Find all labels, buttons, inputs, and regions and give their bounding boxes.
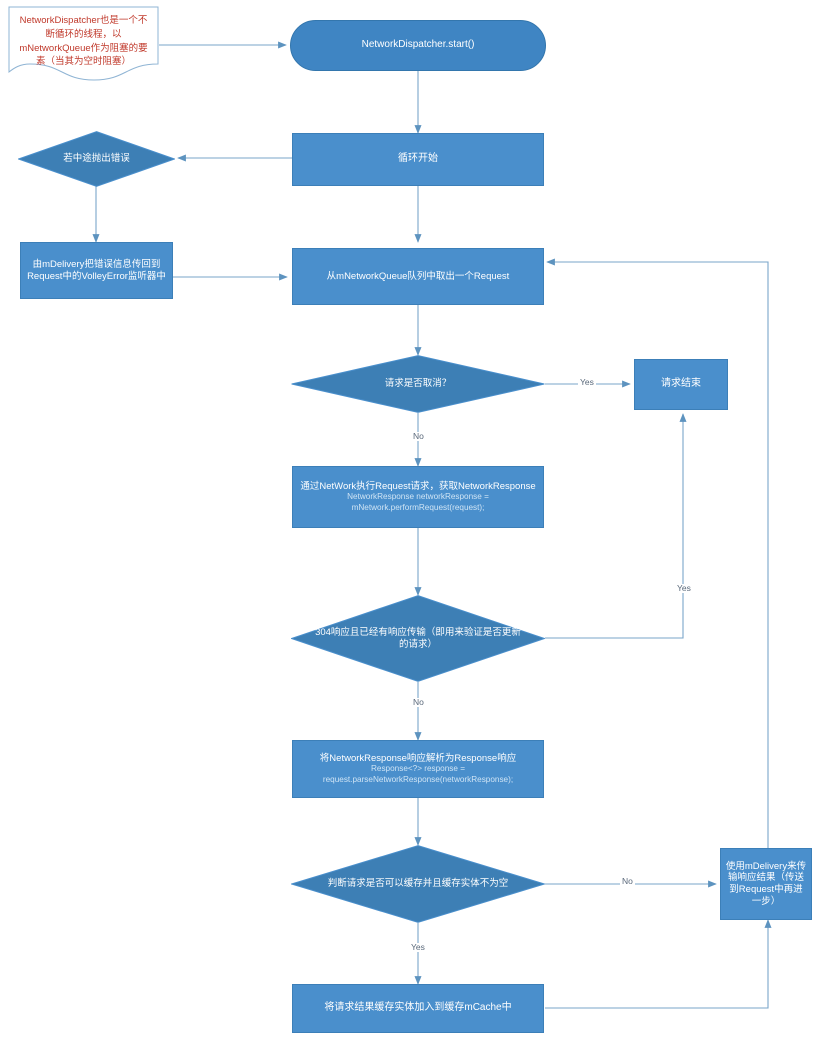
node-start[interactable]: NetworkDispatcher.start() — [290, 20, 546, 71]
node-take-request[interactable]: 从mNetworkQueue队列中取出一个Request — [292, 248, 544, 305]
node-is-304-label: 304响应且已经有响应传输（即用来验证是否更新的请求） — [315, 626, 521, 650]
edge-label-canceled-no: No — [411, 431, 426, 441]
edge-304-yes — [545, 413, 687, 639]
node-put-cache-label: 将请求结果缓存实体加入到缓存mCache中 — [324, 1002, 512, 1014]
edge-deliver-to-take — [546, 258, 769, 848]
node-delivery-error[interactable]: 由mDelivery把错误信息传回到Request中的VolleyError监听… — [20, 242, 173, 299]
node-is-canceled-label: 请求是否取消？ — [384, 378, 452, 390]
edge-label-canceled-yes: Yes — [578, 377, 596, 387]
node-deliver-response-label: 使用mDelivery来传输响应结果（传送到Request中再进一步） — [725, 860, 807, 907]
node-loop-begin[interactable]: 循环开始 — [292, 133, 544, 186]
edge-label-cache-yes: Yes — [409, 942, 427, 952]
node-take-request-label: 从mNetworkQueue队列中取出一个Request — [326, 270, 510, 282]
edge-label-cache-no: No — [620, 876, 635, 886]
node-start-label: NetworkDispatcher.start() — [361, 39, 475, 51]
edge-label-is304-no: No — [411, 697, 426, 707]
node-can-cache-label: 判断请求是否可以缓存并且缓存实体不为空 — [327, 878, 509, 890]
node-perform-request-label: 通过NetWork执行Request请求，获取NetworkResponse — [300, 480, 536, 492]
node-is-canceled[interactable]: 请求是否取消？ — [291, 355, 545, 413]
node-delivery-error-label: 由mDelivery把错误信息传回到Request中的VolleyError监听… — [27, 258, 166, 282]
node-is-304[interactable]: 304响应且已经有响应传输（即用来验证是否更新的请求） — [291, 595, 545, 682]
node-parse-response-code: Response<?> response = request.parseNetw… — [322, 764, 514, 784]
node-parse-response-label: 将NetworkResponse响应解析为Response响应 — [319, 752, 517, 764]
edge-label-is304-yes: Yes — [675, 583, 693, 593]
node-request-finish-label: 请求结束 — [661, 378, 701, 390]
node-throw-error-label: 若中途抛出错误 — [63, 153, 130, 165]
node-loop-begin-label: 循环开始 — [398, 153, 438, 165]
can-cache-diamond-shape — [291, 845, 545, 923]
note-annotation: NetworkDispatcher也是一个不断循环的线程，以mNetworkQu… — [8, 6, 159, 82]
node-put-cache[interactable]: 将请求结果缓存实体加入到缓存mCache中 — [292, 984, 544, 1033]
node-parse-response[interactable]: 将NetworkResponse响应解析为Response响应 Response… — [292, 740, 544, 798]
is-304-diamond-shape — [291, 595, 545, 682]
note-shape — [8, 6, 159, 81]
throw-error-diamond-shape — [18, 131, 175, 187]
node-perform-request-code: NetworkResponse networkResponse = mNetwo… — [347, 492, 489, 512]
node-deliver-response[interactable]: 使用mDelivery来传输响应结果（传送到Request中再进一步） — [720, 848, 812, 920]
node-throw-error[interactable]: 若中途抛出错误 — [18, 131, 175, 187]
node-perform-request[interactable]: 通过NetWork执行Request请求，获取NetworkResponse N… — [292, 466, 544, 528]
node-request-finish[interactable]: 请求结束 — [634, 359, 728, 410]
node-can-cache[interactable]: 判断请求是否可以缓存并且缓存实体不为空 — [291, 845, 545, 923]
is-canceled-diamond-shape — [291, 355, 545, 413]
edge-putcache-to-deliver — [545, 919, 772, 1009]
note-text: NetworkDispatcher也是一个不断循环的线程，以mNetworkQu… — [19, 15, 148, 68]
